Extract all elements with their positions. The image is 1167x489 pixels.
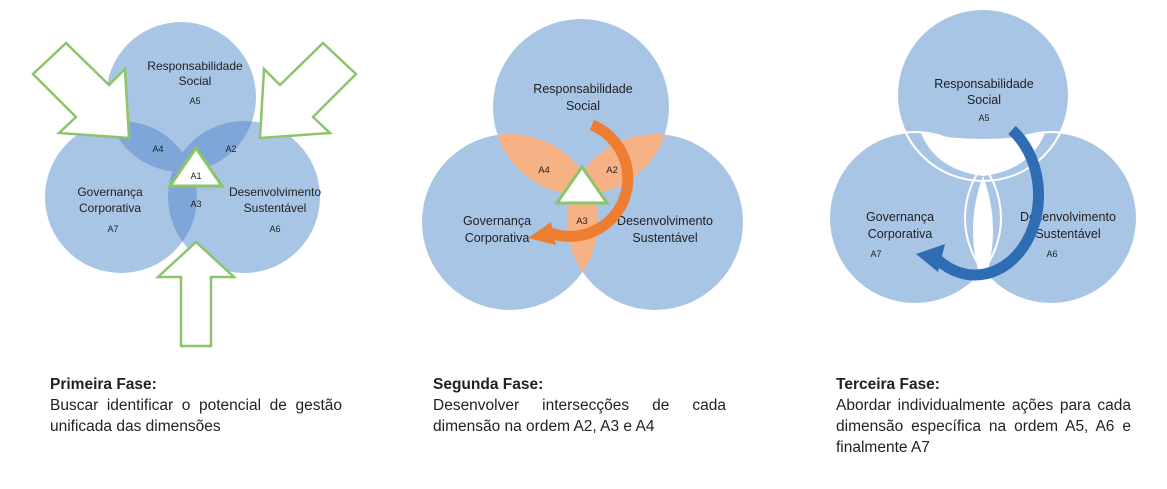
intersection-white-a (921, 133, 1045, 176)
label-left-line2: Corporativa (465, 231, 530, 245)
label-top-line1: Responsabilidade (147, 59, 243, 73)
center-triangle-a1 (167, 145, 225, 188)
label-a2: A2 (225, 144, 236, 154)
label-a4: A4 (152, 144, 163, 154)
phase-title: Primeira Fase: (50, 376, 157, 393)
phase-description: Buscar identificar o potencial de gestão… (50, 397, 342, 435)
curved-arrow-orange (545, 119, 634, 242)
label-right-line2: Sustentável (244, 201, 307, 215)
diagram-segunda-fase: Responsabilidade Social Governança Corpo… (422, 19, 743, 310)
phase-description: Abordar individualmente ações para cada … (836, 397, 1131, 456)
outline-arrow-bottom (154, 240, 238, 348)
label-right-line1: Desenvolvimento (617, 214, 713, 228)
outline-arrow-top-right (258, 41, 358, 140)
label-a2: A2 (606, 165, 618, 176)
lens-a4 (493, 134, 598, 195)
phase-title: Terceira Fase: (836, 376, 940, 393)
label-a3: A3 (190, 199, 201, 209)
label-right-code: A6 (1046, 249, 1057, 259)
label-top-line2: Social (179, 74, 212, 88)
lens-a2 (168, 121, 256, 172)
label-left-line2: Corporativa (79, 201, 141, 215)
label-top-code: A5 (978, 113, 989, 123)
caption-primeira-fase: Primeira Fase: Buscar identificar o pote… (50, 374, 342, 437)
label-right-code: A6 (269, 224, 280, 234)
label-a3: A3 (576, 216, 588, 227)
circle-governanca-corporativa (829, 132, 1001, 304)
label-top-line1: Responsabilidade (533, 82, 632, 96)
label-top-code: A5 (189, 96, 200, 106)
label-top-line2: Social (566, 99, 600, 113)
label-right-line1: Desenvolvimento (1020, 210, 1116, 224)
label-left-line2: Corporativa (868, 227, 933, 241)
phase-description: Desenvolver intersecções de cada dimensã… (433, 397, 726, 435)
lens-a2 (567, 134, 669, 195)
curved-arrow-blue (934, 125, 1045, 281)
label-a1: A1 (190, 171, 201, 181)
outline-left (828, 131, 1002, 305)
curved-arrow-orange-head (528, 222, 556, 245)
diagram-primeira-fase: Responsabilidade Social A5 Governança Co… (31, 22, 358, 348)
label-left-code: A7 (870, 249, 881, 259)
label-right-line1: Desenvolvimento (229, 185, 321, 199)
lens-a4 (106, 121, 197, 172)
label-left-line1: Governança (463, 214, 531, 228)
curved-arrow-blue-head (916, 244, 945, 272)
diagram-terceira-fase: Responsabilidade Social A5 Governança Co… (828, 8, 1138, 305)
outline-arrow-top-left (31, 41, 131, 140)
center-triangle (554, 164, 610, 205)
caption-terceira-fase: Terceira Fase: Abordar individualmente a… (836, 374, 1131, 458)
label-top-line1: Responsabilidade (934, 77, 1033, 91)
label-right-line2: Sustentável (1035, 227, 1100, 241)
label-left-line1: Governança (866, 210, 934, 224)
intersection-white-b (973, 176, 993, 286)
label-left-code: A7 (107, 224, 118, 234)
caption-segunda-fase: Segunda Fase: Desenvolver intersecções d… (433, 374, 726, 437)
label-right-line2: Sustentável (632, 231, 697, 245)
label-left-line1: Governança (77, 185, 143, 199)
label-top-line2: Social (967, 93, 1001, 107)
label-a4: A4 (538, 165, 550, 176)
phase-title: Segunda Fase: (433, 376, 544, 393)
outline-right (964, 131, 1138, 305)
